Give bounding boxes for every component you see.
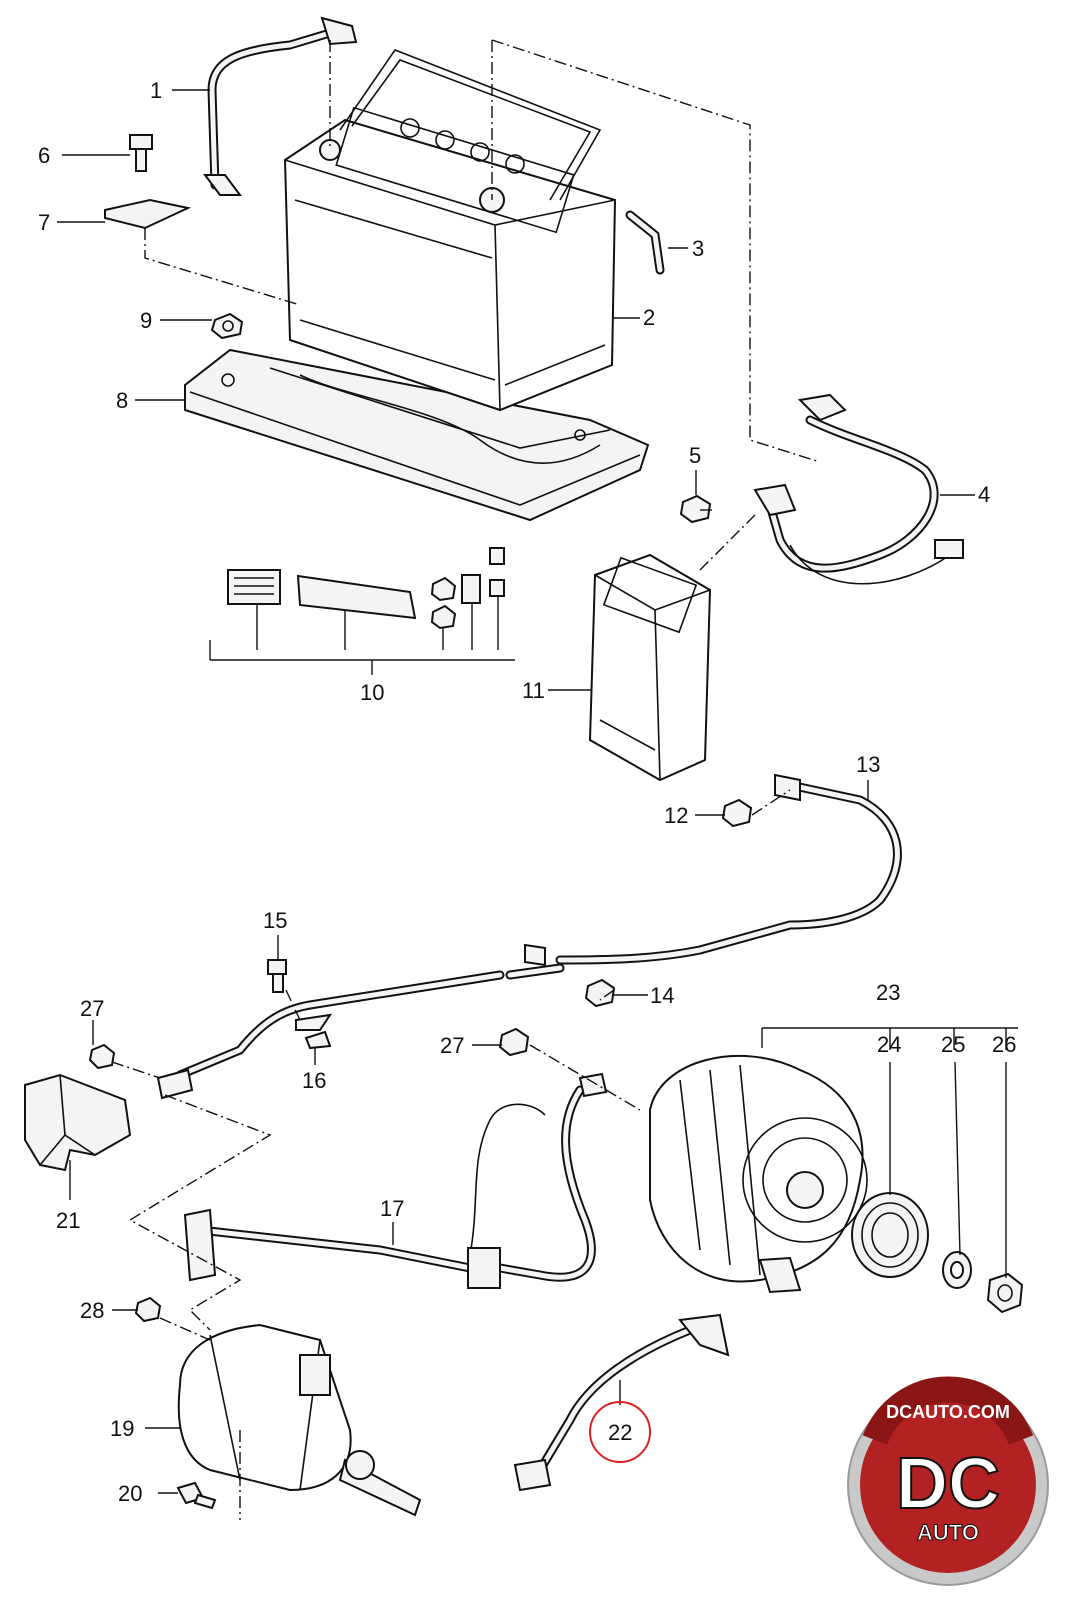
nut-12 [721,798,753,828]
callout-15: 15 [263,908,287,933]
clip-16 [295,1013,333,1050]
callout-26: 26 [992,1032,1016,1057]
callout-27-right: 27 [440,1033,464,1058]
battery [283,49,617,412]
starter-motor [177,1323,422,1517]
callout-labels: 1 2 3 4 5 6 7 8 9 10 11 12 13 14 15 16 1… [38,78,1016,1506]
callout-22-highlight-ring [589,1401,651,1463]
callout-19: 19 [110,1416,134,1441]
hold-down-bolt [129,134,153,172]
callout-16: 16 [302,1068,326,1093]
cable-nut-5 [679,494,712,524]
control-unit [588,553,712,782]
callout-14: 14 [650,983,674,1008]
logo-mark: DC [896,1444,1000,1524]
callout-6: 6 [38,143,50,168]
battery-nut [210,312,244,340]
callout-5: 5 [689,443,701,468]
main-cable [555,773,902,965]
bolt-20 [176,1481,217,1510]
fuse-kit [227,547,505,630]
ground-cable [203,16,358,196]
callout-11: 11 [522,678,545,703]
callout-9: 9 [140,308,152,333]
bolt-15 [267,959,287,993]
dcauto-badge-icon: DCAUTO.COM DC AUTO [847,1376,1049,1586]
callout-1: 1 [150,78,162,103]
callout-27-left: 27 [80,996,104,1021]
callout-25: 25 [941,1032,965,1057]
callout-10: 10 [360,680,384,705]
callout-7: 7 [38,210,50,235]
callout-24: 24 [877,1032,901,1057]
positive-cable [753,393,964,585]
callout-21: 21 [56,1208,80,1233]
nut-27-right [498,1027,530,1057]
starter-cable-upper [156,943,565,1100]
pulley-nut [986,1272,1024,1314]
callout-4: 4 [978,482,990,507]
battery-tray [184,348,650,522]
leader-lines [57,89,1018,1494]
nut-28 [134,1296,162,1323]
starter-harness [183,1072,608,1289]
terminal-cover [24,1073,132,1172]
logo-arc-text: DCAUTO.COM [886,1402,1010,1422]
callout-28: 28 [80,1298,104,1323]
callout-12: 12 [664,803,688,828]
callout-22: 22 [608,1420,632,1445]
alternator [649,1054,868,1294]
callout-2: 2 [643,305,655,330]
logo-sub: AUTO [917,1520,979,1545]
callout-8: 8 [116,388,128,413]
hold-down-clamp [104,198,192,230]
callout-23: 23 [876,980,900,1005]
callout-20: 20 [118,1481,142,1506]
nut-14 [584,978,616,1008]
vent-elbow [625,210,665,275]
washer [942,1251,972,1289]
ground-strap [513,1313,730,1492]
callout-17: 17 [380,1196,404,1221]
nut-27-left [88,1043,116,1070]
assembly-lines [111,39,821,1520]
pulley [851,1192,929,1278]
callout-13: 13 [856,752,880,777]
callout-3: 3 [692,236,704,261]
